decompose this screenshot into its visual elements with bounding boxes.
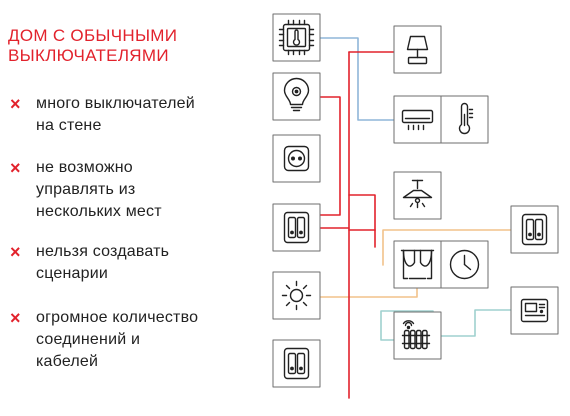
box-thermostat [272, 13, 321, 62]
list-item-text: нельзя создавать [36, 243, 170, 260]
list-item-text: управлять из [36, 181, 136, 198]
chandelier-icon [402, 179, 433, 209]
title-line-2: ВЫКЛЮЧАТЕЛЯМИ [8, 46, 169, 65]
sun-icon [281, 280, 312, 311]
drawbacks-list: × много выключателей на стене × не возмо… [8, 93, 268, 373]
list-item-text: нескольких мест [36, 203, 162, 220]
list-item-text: сценарии [36, 265, 108, 282]
list-item-text: на стене [36, 117, 102, 134]
wire-orange [382, 229, 516, 266]
box-switch-1 [272, 203, 321, 252]
box-socket [272, 134, 321, 183]
page-title: ДОМ С ОБЫЧНЫМИ ВЫКЛЮЧАТЕЛЯМИ [8, 26, 248, 66]
cross-icon: × [10, 308, 21, 328]
box-sun [272, 271, 321, 320]
list-item: × огромное количество соединений и кабел… [8, 307, 268, 373]
control-panel-icon [520, 298, 549, 323]
air-conditioner-icon [401, 109, 434, 131]
list-item-text: много выключателей [36, 95, 195, 112]
thermometer-icon [458, 102, 474, 135]
list-item-text: огромное количество [36, 309, 199, 326]
wall-switch-icon [283, 211, 310, 244]
clock-icon [449, 249, 480, 280]
power-socket-icon [283, 145, 310, 172]
box-ac [393, 95, 442, 144]
box-switch-3 [510, 205, 559, 254]
radiator-icon [401, 320, 431, 350]
box-smart-bulb [272, 72, 321, 121]
wire-blue [319, 37, 400, 121]
wall-switch-icon [521, 213, 548, 246]
title-line-1: ДОМ С ОБЫЧНЫМИ [8, 26, 178, 45]
list-item: × не возможно управлять из нескольких ме… [8, 157, 268, 223]
list-item-text: соединений и [36, 331, 141, 348]
wire-red [348, 194, 376, 231]
smart-bulb-icon [283, 77, 310, 112]
list-item: × нельзя создавать сценарии [8, 241, 268, 285]
cross-icon: × [10, 242, 21, 262]
box-control-panel [510, 286, 559, 335]
list-item-text: кабелей [36, 353, 99, 370]
table-lamp-icon [406, 35, 429, 65]
wire-red [319, 96, 341, 216]
cross-icon: × [10, 158, 21, 178]
cross-icon: × [10, 94, 21, 114]
curtains-icon [400, 249, 435, 280]
box-chandelier [393, 171, 442, 220]
thermostat-icon [278, 19, 315, 56]
list-item: × много выключателей на стене [8, 93, 268, 137]
list-item-text: не возможно [36, 159, 133, 176]
box-switch-2 [272, 339, 321, 388]
wall-switch-icon [283, 347, 310, 380]
box-curtains [393, 240, 442, 289]
